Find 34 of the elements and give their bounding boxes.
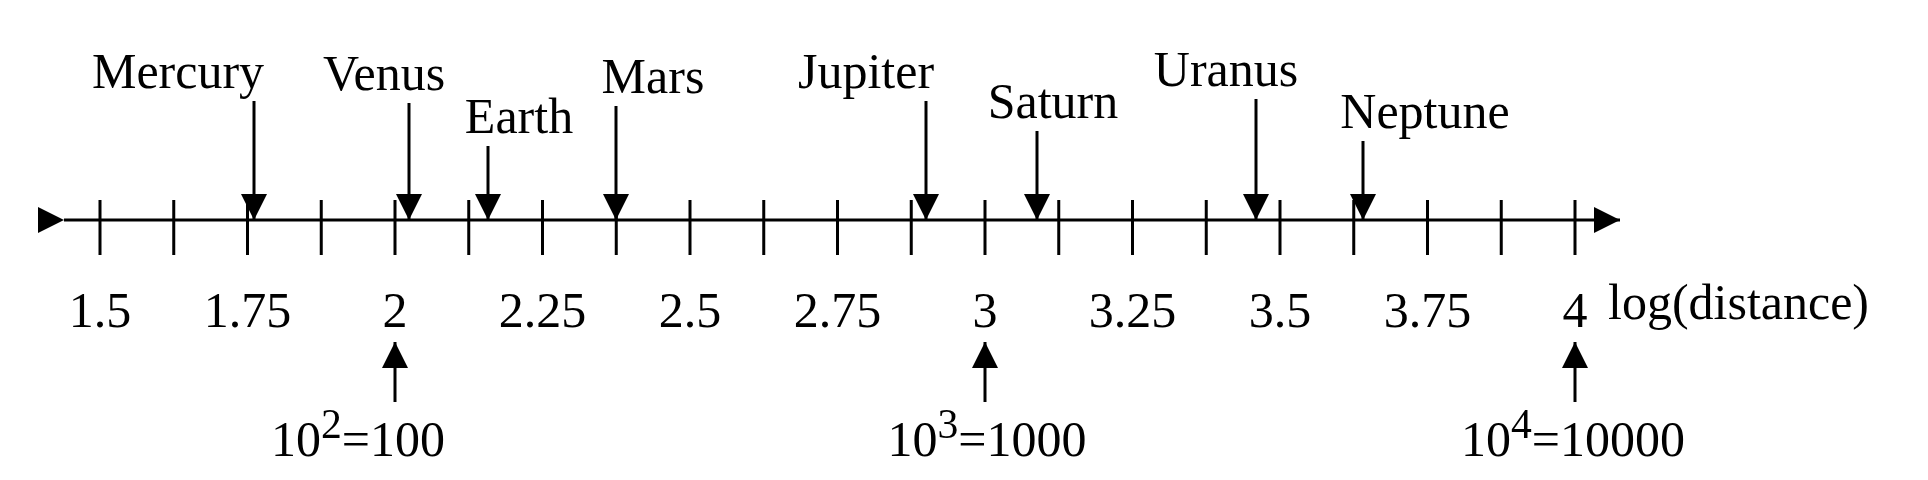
planet-name: Uranus <box>1153 43 1299 95</box>
tick-value: 3.25 <box>1088 284 1177 336</box>
tick-value: 2.25 <box>498 284 587 336</box>
arrow <box>1562 342 1588 402</box>
power-of-ten-text: 10$^{4}$=10000 <box>1461 398 1685 465</box>
planet-name: Saturn <box>987 75 1119 127</box>
power-of-ten-text: 10$^{3}$=1000 <box>887 398 1087 465</box>
leader-arrow <box>913 101 939 220</box>
tick-value: 3 <box>972 284 998 336</box>
power-of-ten-text: 10$^{2}$=100 <box>271 398 445 465</box>
arrow <box>972 342 998 402</box>
tick-value: 2.5 <box>658 284 722 336</box>
tick-value: 3.5 <box>1248 284 1312 336</box>
arrow <box>382 342 408 402</box>
planet-name: Mars <box>601 50 705 102</box>
tick-value: 4 <box>1562 284 1588 336</box>
leader-arrow <box>241 101 267 220</box>
tick-value: 3.75 <box>1383 284 1472 336</box>
axis-label: log(distance) <box>1608 276 1869 328</box>
tick-value: 2.75 <box>793 284 882 336</box>
planet-name: Earth <box>464 90 574 142</box>
leader-arrow <box>475 146 501 220</box>
leader-arrow <box>396 103 422 220</box>
leader-arrow <box>603 106 629 220</box>
tick-value: 1.75 <box>203 284 292 336</box>
planet-name: Venus <box>322 47 446 99</box>
planet-name: Neptune <box>1340 85 1510 137</box>
planet-name: Jupiter <box>797 45 935 97</box>
tick-value: 1.5 <box>68 284 132 336</box>
leader-arrow <box>1243 99 1269 220</box>
leader-arrow <box>1024 131 1050 220</box>
leader-arrow <box>1350 141 1376 220</box>
planet-name: Mercury <box>91 45 265 97</box>
tick-value: 2 <box>382 284 408 336</box>
